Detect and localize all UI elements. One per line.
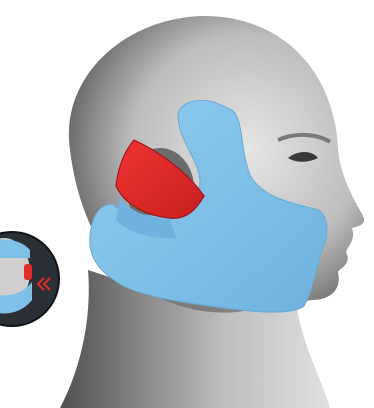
inset-front-view	[0, 230, 60, 330]
